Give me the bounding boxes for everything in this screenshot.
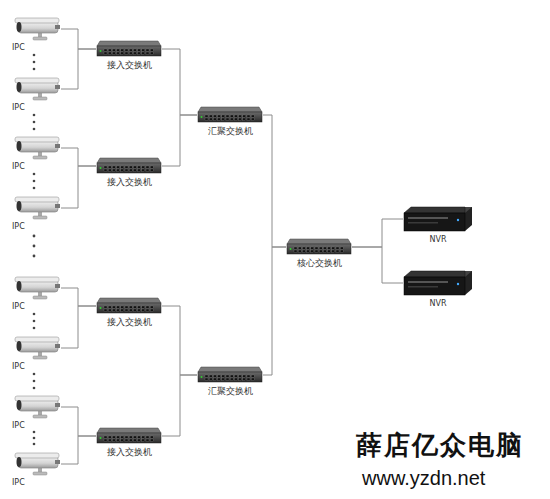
camera-icon	[9, 77, 61, 101]
switch-icon	[197, 106, 263, 124]
network-cable	[263, 115, 286, 247]
network-switch: 核心交换机	[285, 238, 353, 269]
device-label: IPC	[12, 161, 25, 172]
camera-icon	[9, 336, 61, 360]
device-label: IPC	[12, 477, 25, 488]
switch-icon	[96, 427, 162, 445]
network-cable	[61, 306, 96, 348]
network-cable	[61, 407, 96, 436]
nvr-recorder: NVR	[402, 270, 474, 309]
nvr-icon	[403, 270, 473, 296]
network-cable	[61, 436, 96, 464]
nvr-icon	[403, 206, 473, 232]
switch-icon	[286, 238, 352, 256]
ellipsis-dots	[33, 54, 36, 446]
device-label: IPC	[12, 361, 25, 372]
network-cable	[162, 49, 197, 115]
ip-camera: IPC	[8, 395, 62, 431]
switch-icon	[96, 157, 162, 175]
watermark: 薛店亿众电脑	[356, 428, 524, 463]
network-cable	[61, 29, 96, 49]
ip-camera: IPC	[8, 196, 62, 232]
device-label: 接入交换机	[107, 177, 152, 188]
camera-icon	[9, 196, 61, 220]
device-label: 接入交换机	[107, 60, 152, 71]
network-switch: 接入交换机	[95, 157, 163, 188]
camera-icon	[9, 17, 61, 41]
camera-icon	[9, 452, 61, 476]
device-label: 汇聚交换机	[208, 386, 253, 397]
device-label: IPC	[12, 301, 25, 312]
device-label: 核心交换机	[297, 258, 342, 269]
network-cable	[61, 288, 96, 306]
camera-icon	[9, 136, 61, 160]
network-switch: 接入交换机	[95, 427, 163, 458]
device-label: 接入交换机	[107, 447, 152, 458]
device-label: IPC	[12, 102, 25, 113]
ip-camera: IPC	[8, 17, 62, 53]
device-label: IPC	[12, 221, 25, 232]
ip-camera: IPC	[8, 452, 62, 488]
network-cable	[61, 148, 96, 166]
network-cable	[162, 375, 197, 436]
ip-camera: IPC	[8, 336, 62, 372]
network-switch: 接入交换机	[95, 40, 163, 71]
ip-camera: IPC	[8, 77, 62, 113]
network-switch: 汇聚交换机	[196, 106, 264, 137]
network-cable	[352, 247, 403, 283]
switch-icon	[96, 40, 162, 58]
switch-icon	[96, 297, 162, 315]
device-label: NVR	[429, 234, 446, 245]
network-switch: 汇聚交换机	[196, 366, 264, 397]
nvr-recorder: NVR	[402, 206, 474, 245]
device-label: 接入交换机	[107, 317, 152, 328]
camera-icon	[9, 395, 61, 419]
watermark: www.yzdn.net	[362, 467, 485, 490]
network-cable	[61, 166, 96, 208]
device-label: IPC	[12, 42, 25, 53]
device-label: 汇聚交换机	[208, 126, 253, 137]
network-cable	[162, 306, 197, 375]
camera-icon	[9, 276, 61, 300]
ip-camera: IPC	[8, 136, 62, 172]
network-cable	[352, 219, 403, 247]
device-label: IPC	[12, 420, 25, 431]
network-switch: 接入交换机	[95, 297, 163, 328]
network-cable	[162, 115, 197, 166]
ip-camera: IPC	[8, 276, 62, 312]
device-label: NVR	[429, 298, 446, 309]
network-cable	[61, 49, 96, 89]
switch-icon	[197, 366, 263, 384]
network-cable	[263, 247, 286, 375]
